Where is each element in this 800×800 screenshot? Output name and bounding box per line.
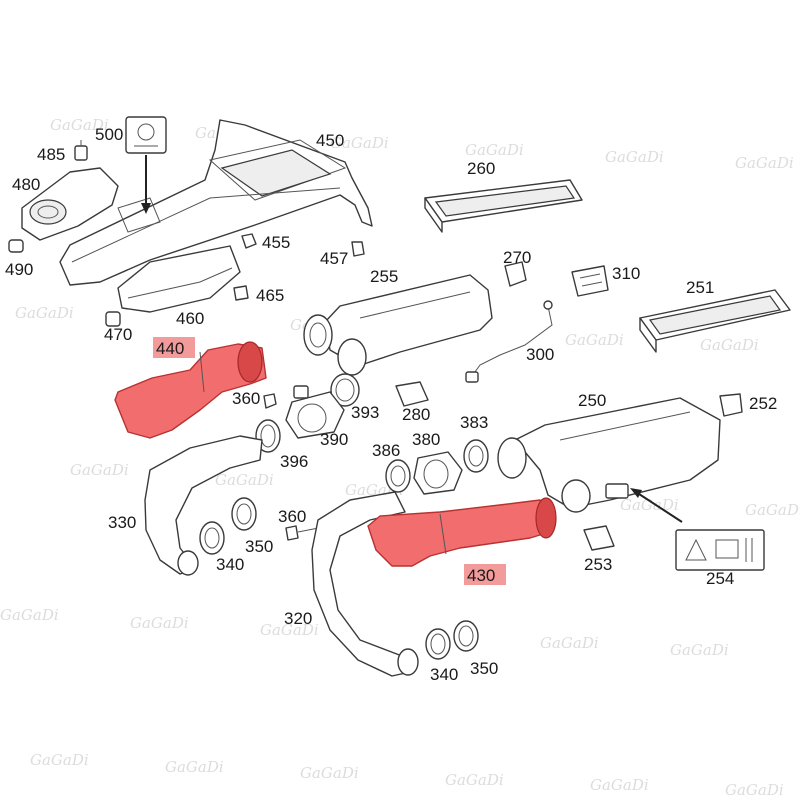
part-500-label xyxy=(125,116,167,214)
label-254: 254 xyxy=(706,569,734,588)
label-260: 260 xyxy=(467,159,495,178)
part-253-bracket xyxy=(583,525,615,551)
label-430: 430 xyxy=(467,566,495,585)
label-470: 470 xyxy=(104,325,132,344)
label-250: 250 xyxy=(578,391,606,410)
part-490-grommet xyxy=(8,239,24,253)
part-340-clamp-lower xyxy=(425,628,451,660)
part-280-bracket xyxy=(395,381,429,407)
part-350-clamp-lower xyxy=(453,620,479,652)
label-500: 500 xyxy=(95,125,123,144)
part-380-maf-sensor xyxy=(413,451,463,495)
watermark: GaGaDi xyxy=(215,471,274,489)
watermark: GaGaDi xyxy=(735,154,794,172)
part-393-clamp xyxy=(330,373,360,407)
label-490: 490 xyxy=(5,260,33,279)
label-360: 360 xyxy=(232,389,260,408)
label-310: 310 xyxy=(612,264,640,283)
label-380: 380 xyxy=(412,430,440,449)
part-260-filter xyxy=(424,179,583,233)
label-320: 320 xyxy=(284,609,312,628)
watermark: GaGaDi xyxy=(605,148,664,166)
watermark: GaGaDi xyxy=(700,336,759,354)
watermark: GaGaDi xyxy=(15,304,74,322)
watermark: GaGaDi xyxy=(445,771,504,789)
label-280: 280 xyxy=(402,405,430,424)
part-252-sensor xyxy=(719,393,743,417)
label-465: 465 xyxy=(256,286,284,305)
part-340-clamp xyxy=(199,521,225,555)
part-270-sensor xyxy=(504,261,527,287)
watermark: GaGaDi xyxy=(670,641,729,659)
watermark: GaGaDi xyxy=(565,331,624,349)
label-251: 251 xyxy=(686,278,714,297)
part-457-clip xyxy=(351,241,365,257)
label-440: 440 xyxy=(156,339,184,358)
part-460-cover xyxy=(117,245,241,313)
watermark: GaGaDi xyxy=(50,116,109,134)
watermark: GaGaDi xyxy=(330,134,389,152)
part-480-housing xyxy=(21,167,119,241)
part-470-grommet xyxy=(105,311,121,327)
watermark: GaGaDi xyxy=(590,776,649,794)
label-450: 450 xyxy=(316,131,344,150)
label-457: 457 xyxy=(320,249,348,268)
label-253: 253 xyxy=(584,555,612,574)
part-360-screw xyxy=(263,393,277,409)
part-250-filter-housing xyxy=(497,397,721,523)
label-340-lower: 340 xyxy=(430,665,458,684)
part-310-bracket xyxy=(571,265,609,297)
part-390-maf-sensor xyxy=(285,385,345,439)
label-340: 340 xyxy=(216,555,244,574)
part-440-intake-duct-highlighted xyxy=(114,341,267,439)
watermark: GaGaDi xyxy=(70,461,129,479)
watermark: GaGaDi xyxy=(260,621,319,639)
label-390: 390 xyxy=(320,430,348,449)
label-430-highlight-bg xyxy=(464,564,506,585)
watermark: GaGaDi xyxy=(745,501,800,519)
label-480: 480 xyxy=(12,175,40,194)
label-360-lower: 360 xyxy=(278,507,306,526)
label-255: 255 xyxy=(370,267,398,286)
watermark: GaGaDi xyxy=(300,764,359,782)
label-460: 460 xyxy=(176,309,204,328)
label-485: 485 xyxy=(37,145,65,164)
part-350-clamp xyxy=(231,497,257,531)
callout-labels: 500 485 480 490 450 455 457 465 470 460 … xyxy=(5,125,777,684)
part-430-intake-duct-highlighted xyxy=(367,497,557,567)
label-396: 396 xyxy=(280,452,308,471)
label-440-highlight-bg xyxy=(153,337,195,358)
label-350: 350 xyxy=(245,537,273,556)
watermark: GaGaDi xyxy=(30,751,89,769)
label-393: 393 xyxy=(351,403,379,422)
watermark: GaGaDi xyxy=(130,614,189,632)
part-450-engine-cover xyxy=(59,119,373,286)
label-300: 300 xyxy=(526,345,554,364)
watermark: GaGaDi xyxy=(725,781,784,799)
label-270: 270 xyxy=(503,248,531,267)
watermark: GaGaDi xyxy=(165,758,224,776)
label-455: 455 xyxy=(262,233,290,252)
part-383-clamp xyxy=(463,439,489,473)
watermark: GaGaDi xyxy=(620,496,679,514)
label-350-lower: 350 xyxy=(470,659,498,678)
watermark: GaGaDi xyxy=(540,634,599,652)
part-300-wiring xyxy=(465,300,553,383)
label-252: 252 xyxy=(749,394,777,413)
watermark: GaGaDi xyxy=(0,606,59,624)
part-251-filter xyxy=(639,289,791,353)
label-383: 383 xyxy=(460,413,488,432)
part-455-clip xyxy=(241,233,257,249)
watermark: GaGaDi xyxy=(465,141,524,159)
label-386: 386 xyxy=(372,441,400,460)
label-330: 330 xyxy=(108,513,136,532)
part-330-hose xyxy=(144,435,263,576)
part-386-clamp xyxy=(385,459,411,493)
part-320-hose xyxy=(311,491,419,677)
part-485-clip xyxy=(74,140,88,161)
part-254-warning-label xyxy=(675,529,765,571)
part-465-clip xyxy=(233,285,249,301)
part-255-filter-housing xyxy=(303,274,493,376)
